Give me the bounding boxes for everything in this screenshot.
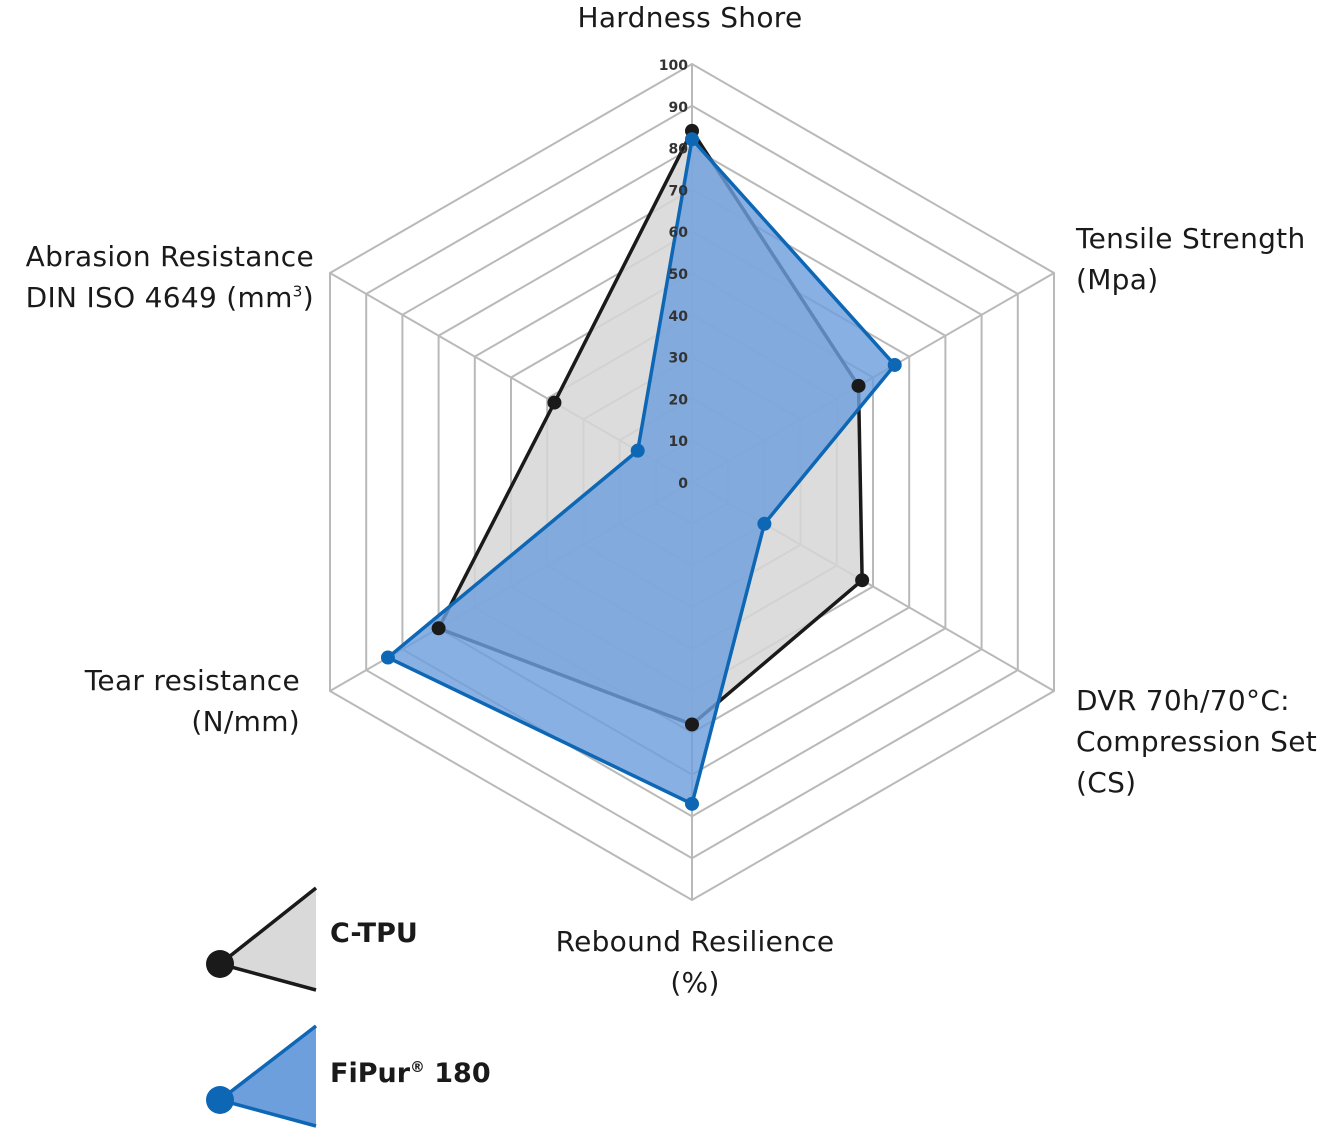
tick-label-30: 30: [669, 351, 689, 367]
series-1-point-5: [630, 443, 645, 458]
radar-series: [380, 123, 902, 811]
series-1-point-0: [685, 132, 699, 147]
tick-label-70: 70: [669, 183, 689, 199]
tick-label-10: 10: [669, 434, 689, 450]
series-1-point-2: [757, 516, 772, 531]
radial-tick-labels: 0 10 20 30 40 50 60 70 80 90 100: [659, 58, 688, 492]
series-0-point-2: [855, 573, 870, 588]
tick-label-90: 90: [669, 100, 689, 116]
series-0-point-5: [547, 395, 562, 410]
axis-label-compression-set: DVR 70h/70°C: Compression Set (CS): [1076, 684, 1318, 799]
tick-label-50: 50: [669, 267, 689, 283]
tick-label-0: 0: [678, 476, 688, 492]
series-1-point-1: [887, 357, 902, 372]
legend-swatch-dot-fipur: [206, 1086, 234, 1114]
legend-swatches: [206, 886, 318, 1128]
tick-label-40: 40: [669, 309, 689, 325]
legend-label-fipur-180: FiPur® 180: [330, 1058, 491, 1089]
axis-label-tear-resistance: Tear resistance (N/mm): [84, 664, 300, 738]
axis-label-rebound-resilience: Rebound Resilience (%): [555, 925, 835, 999]
legend-swatch-fill-fipur: [220, 1026, 316, 1126]
legend-swatch-dot-c-tpu: [206, 950, 234, 978]
tick-label-100: 100: [659, 58, 688, 74]
tick-label-80: 80: [669, 142, 689, 158]
tick-label-60: 60: [669, 225, 689, 241]
axis-label-hardness-shore: Hardness Shore: [577, 1, 803, 34]
axis-label-tensile-strength: Tensile Strength (Mpa): [1076, 222, 1306, 296]
tick-label-20: 20: [669, 392, 689, 408]
series-1-point-4: [380, 650, 395, 665]
series-0-point-4: [431, 621, 446, 636]
legend-swatch-fill-c-tpu: [220, 888, 316, 990]
series-0-point-1: [851, 378, 866, 393]
series-1-point-3: [685, 796, 699, 811]
legend-label-c-tpu: C-TPU: [330, 918, 418, 949]
axis-label-abrasion-resistance: Abrasion Resistance DIN ISO 4649 (mm3): [25, 240, 314, 314]
series-0-point-3: [685, 717, 699, 732]
